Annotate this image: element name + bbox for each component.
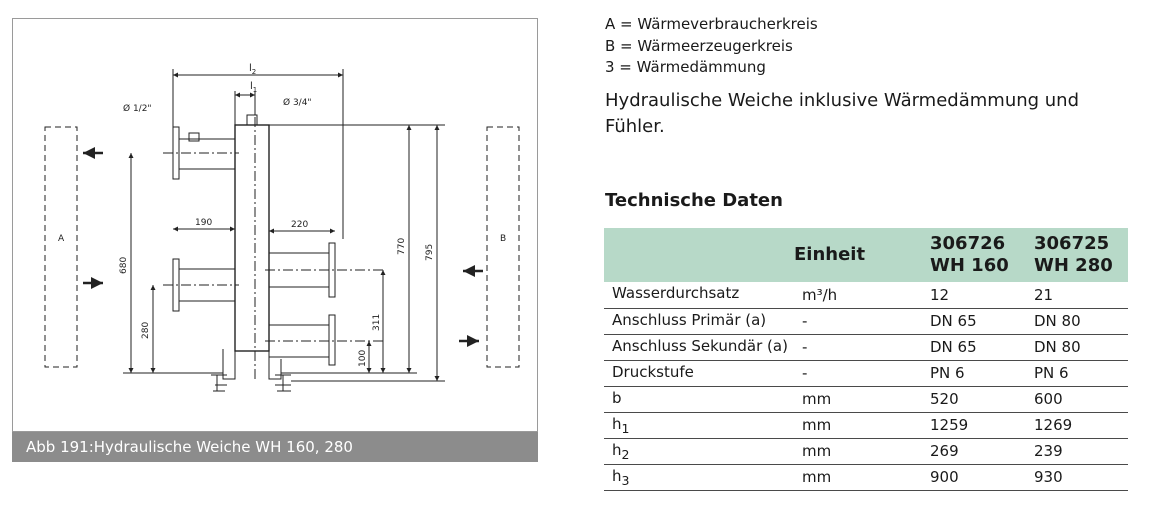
row-value-1: 900 [930,464,1034,491]
row-unit: - [794,308,930,335]
label-dim-680: 680 [119,257,129,274]
label-dim-280: 280 [141,322,151,339]
row-label: h3 [604,464,794,491]
row-label: Druckstufe [604,360,794,387]
row-value-2: PN 6 [1034,360,1128,387]
row-unit: mm [794,464,930,491]
row-value-1: 520 [930,386,1034,413]
row-label: Wasserdurchsatz [604,282,794,309]
row-unit: m³/h [794,282,930,309]
row-value-2: 239 [1034,438,1128,465]
table-row: h1 mm 1259 1269 [604,412,1128,439]
label-dim-770: 770 [397,238,407,255]
label-dim-795: 795 [425,244,435,261]
label-dim-190: 190 [195,218,212,228]
header-empty [604,228,794,282]
table-row: Anschluss Primär (a) - DN 65 DN 80 [604,308,1128,335]
row-value-2: DN 80 [1034,308,1128,335]
left-sleeve [188,132,200,142]
row-unit: - [794,360,930,387]
row-value-1: PN 6 [930,360,1034,387]
table-row: h2 mm 269 239 [604,438,1128,465]
row-value-1: 269 [930,438,1034,465]
row-value-1: 12 [930,282,1034,309]
row-value-2: 600 [1034,386,1128,413]
figure-caption: Abb 191:Hydraulische Weiche WH 160, 280 [12,432,538,462]
label-pipe-right: Ø 3/4" [283,97,312,108]
row-value-1: 1259 [930,412,1034,439]
drawing-svg: A B l2 l1 Ø 1/2" Ø 3/4" 190 220 680 280 … [44,63,520,392]
label-pipe-left: Ø 1/2" [123,103,152,114]
row-unit: - [794,334,930,361]
box-a-outline [44,126,78,368]
row-unit: mm [794,386,930,413]
row-label: h1 [604,412,794,439]
table-row: Anschluss Sekundär (a) - DN 65 DN 80 [604,334,1128,361]
label-a: A [58,234,65,244]
legend: A = Wärmeverbraucherkreis B = Wärmeerzeu… [605,14,818,79]
vessel-body [234,124,270,352]
label-l1: l1 [250,81,257,94]
row-label: Anschluss Primär (a) [604,308,794,335]
row-unit: mm [794,438,930,465]
row-value-2: 930 [1034,464,1128,491]
technical-drawing: A B l2 l1 Ø 1/2" Ø 3/4" 190 220 680 280 … [12,18,538,432]
right-lower-flange [328,314,336,366]
legend-item: 3 = Wärmedämmung [605,58,766,76]
label-dim-220: 220 [291,220,308,230]
technical-figure: A B l2 l1 Ø 1/2" Ø 3/4" 190 220 680 280 … [12,18,538,462]
row-value-2: 21 [1034,282,1128,309]
header-unit: Einheit [794,228,930,282]
row-unit: mm [794,412,930,439]
row-value-1: DN 65 [930,334,1034,361]
box-b-outline [486,126,520,368]
table-row: Wasserdurchsatz m³/h 12 21 [604,282,1128,309]
label-dim-311: 311 [372,314,382,331]
row-value-1: DN 65 [930,308,1034,335]
label-dim-100: 100 [358,350,368,367]
label-b: B [500,234,506,244]
description: Hydraulische Weiche inklusive Wärmedämmu… [605,90,1080,137]
row-value-2: DN 80 [1034,334,1128,361]
top-vent [246,114,258,126]
row-label: Anschluss Sekundär (a) [604,334,794,361]
row-value-2: 1269 [1034,412,1128,439]
table-row: h3 mm 900 930 [604,464,1128,491]
label-l2: l2 [249,63,256,76]
row-label: h2 [604,438,794,465]
legend-item: A = Wärmeverbraucherkreis [605,15,818,33]
legend-item: B = Wärmeerzeugerkreis [605,36,793,55]
table-row: b mm 520 600 [604,386,1128,413]
section-title: Technische Daten [605,190,783,211]
table-row: Druckstufe - PN 6 PN 6 [604,360,1128,387]
row-label: b [604,386,794,413]
